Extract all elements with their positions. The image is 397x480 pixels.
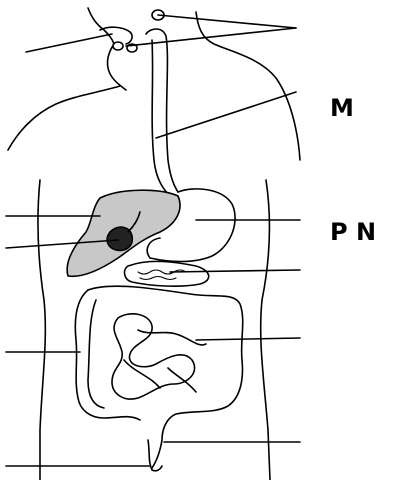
label-m: M <box>330 94 354 122</box>
neck-right-outline <box>196 12 300 160</box>
label-pn: P N <box>330 218 376 246</box>
salivary-gland-left <box>113 42 123 50</box>
small-intestine <box>112 314 195 399</box>
pointer-line-pancreas <box>170 270 300 272</box>
shoulder-left-outline <box>8 86 120 150</box>
torso-right-outline <box>261 180 270 480</box>
esophagus <box>146 29 178 192</box>
torso-left-outline <box>38 180 45 480</box>
pointer-line-esophagus <box>156 92 296 138</box>
pointer-line-salivary-b <box>126 28 296 46</box>
pointer-line-small-intestine <box>196 338 300 340</box>
pointer-line-salivary-a <box>158 15 296 28</box>
pointer-line-mouth <box>26 34 112 52</box>
large-intestine <box>88 286 243 468</box>
